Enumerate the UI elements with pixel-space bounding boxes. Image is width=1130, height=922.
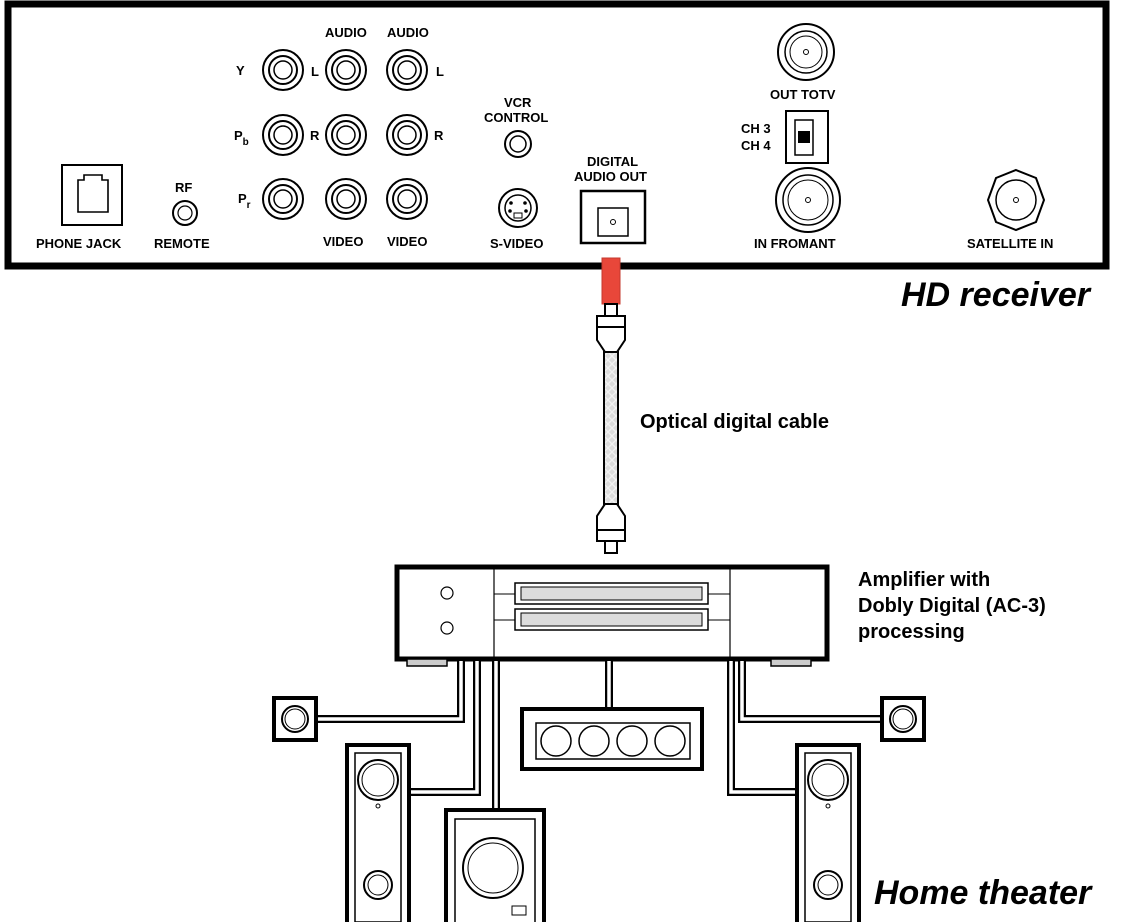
digital-label: DIGITAL	[587, 154, 638, 169]
optical-cable-label: Optical digital cable	[640, 411, 829, 433]
hd-receiver-panel: PHONE JACK RF REMOTE Y Pb Pr AUDIO L	[4, 0, 1110, 270]
audio-right-label-1: R	[310, 128, 320, 143]
hd-receiver-caption: HD receiver	[901, 276, 1092, 314]
rf-label: RF	[175, 180, 192, 195]
amplifier-label-line3: processing	[858, 621, 965, 643]
s-video-jack[interactable]	[498, 188, 538, 228]
rf-remote-port[interactable]	[172, 200, 198, 226]
ch4-label: CH 4	[741, 138, 771, 153]
speaker-wire-cores	[316, 661, 882, 810]
video-label-2: VIDEO	[387, 234, 427, 249]
center-speaker	[520, 707, 704, 771]
channel-switch[interactable]	[785, 110, 829, 164]
pb-label: Pb	[234, 128, 249, 148]
front-left-speaker	[345, 743, 411, 922]
audio-label-2: AUDIO	[387, 25, 429, 40]
amplifier-label-line2: Dobly Digital (AC-3)	[858, 595, 1046, 617]
audio-right-jack-1[interactable]	[325, 114, 367, 156]
out-to-tv-label: OUT TOTV	[770, 87, 836, 102]
control-label: CONTROL	[484, 110, 548, 125]
optical-cable	[596, 257, 626, 554]
home-theater-caption: Home theater	[874, 874, 1093, 912]
in-from-ant-label: IN FROMANT	[754, 236, 836, 251]
audio-left-label-2: L	[436, 64, 444, 79]
remote-label: REMOTE	[154, 236, 210, 251]
vcr-control-jack[interactable]	[504, 130, 532, 158]
amp-button-1[interactable]	[440, 586, 454, 600]
audio-left-label-1: L	[311, 64, 319, 79]
vcr-label: VCR	[504, 95, 532, 110]
video-jack-1[interactable]	[325, 178, 367, 220]
audio-left-jack-1[interactable]	[325, 49, 367, 91]
y-jack[interactable]	[262, 49, 304, 91]
y-label: Y	[236, 63, 245, 78]
pr-label: Pr	[238, 191, 251, 211]
right-surround-speaker	[880, 696, 926, 742]
video-label-1: VIDEO	[323, 234, 363, 249]
amplifier	[394, 564, 830, 667]
video-jack-2[interactable]	[386, 178, 428, 220]
ch3-label: CH 3	[741, 121, 771, 136]
s-video-label: S-VIDEO	[490, 236, 543, 251]
satellite-in-label: SATELLITE IN	[967, 236, 1053, 251]
pr-jack[interactable]	[262, 178, 304, 220]
subwoofer	[444, 808, 546, 922]
front-right-speaker	[795, 743, 861, 922]
in-from-ant-connector[interactable]	[775, 167, 841, 233]
audio-right-jack-2[interactable]	[386, 114, 428, 156]
digital-audio-out-port[interactable]	[579, 189, 647, 245]
pb-jack[interactable]	[262, 114, 304, 156]
out-to-tv-connector[interactable]	[777, 23, 835, 81]
audio-left-jack-2[interactable]	[386, 49, 428, 91]
audio-right-label-2: R	[434, 128, 444, 143]
phone-jack-label: PHONE JACK	[36, 236, 122, 251]
audio-label-1: AUDIO	[325, 25, 367, 40]
satellite-in-connector[interactable]	[986, 168, 1046, 232]
left-surround-speaker	[272, 696, 318, 742]
phone-jack-port[interactable]	[61, 164, 123, 226]
amplifier-label-line1: Amplifier with	[858, 569, 990, 591]
audio-out-label: AUDIO OUT	[574, 169, 647, 184]
amp-button-2[interactable]	[440, 621, 454, 635]
